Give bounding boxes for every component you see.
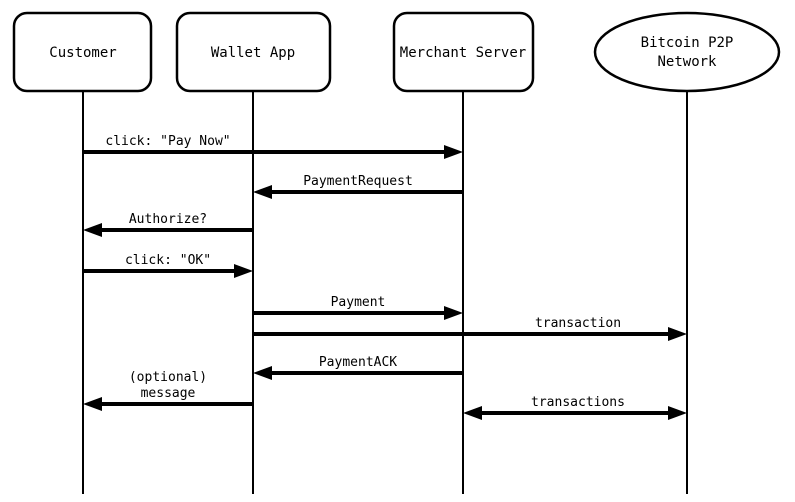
msg-authorize-arrowhead [83,223,102,237]
message-label-optional: (optional) [129,370,207,385]
actor-label-customer: Customer [49,45,116,61]
customer-shape [12,11,153,93]
message-label-payment: Payment [331,295,386,310]
message-label-transactions: transactions [531,395,625,410]
msg-transactions-arrowhead [463,406,482,420]
msg-payment-ack-arrowhead [253,366,272,380]
wallet-app-shape [175,11,332,93]
message-label-click-ok: click: "OK" [125,253,211,268]
merchant-server-shape [392,11,535,93]
diagram-text-layer: Customer Wallet App Merchant Server Bitc… [49,35,733,410]
msg-payment-request-arrowhead [253,185,272,199]
msg-transaction-arrowhead [668,327,687,341]
msg-click-pay-now-arrowhead [444,145,463,159]
message-label-optional-message: message [141,386,196,401]
message-label-authorize: Authorize? [129,212,207,227]
message-label-transaction: transaction [535,316,621,331]
message-label-payment-request: PaymentRequest [303,174,413,189]
bitcoin-p2p-network-shape [593,11,781,93]
actor-label-bitcoin-p2p-line1: Bitcoin P2P [641,35,734,51]
msg-transactions-arrowhead [668,406,687,420]
msg-click-ok-arrowhead [234,264,253,278]
message-label-click-pay-now: click: "Pay Now" [105,134,230,149]
actor-label-bitcoin-p2p-line2: Network [657,54,717,70]
msg-optional-message-arrowhead [83,397,102,411]
diagram-geometry-layer [12,11,781,494]
message-label-payment-ack: PaymentACK [319,355,397,370]
actor-label-wallet-app: Wallet App [211,45,295,61]
msg-payment-arrowhead [444,306,463,320]
actor-label-merchant-server: Merchant Server [400,45,526,61]
